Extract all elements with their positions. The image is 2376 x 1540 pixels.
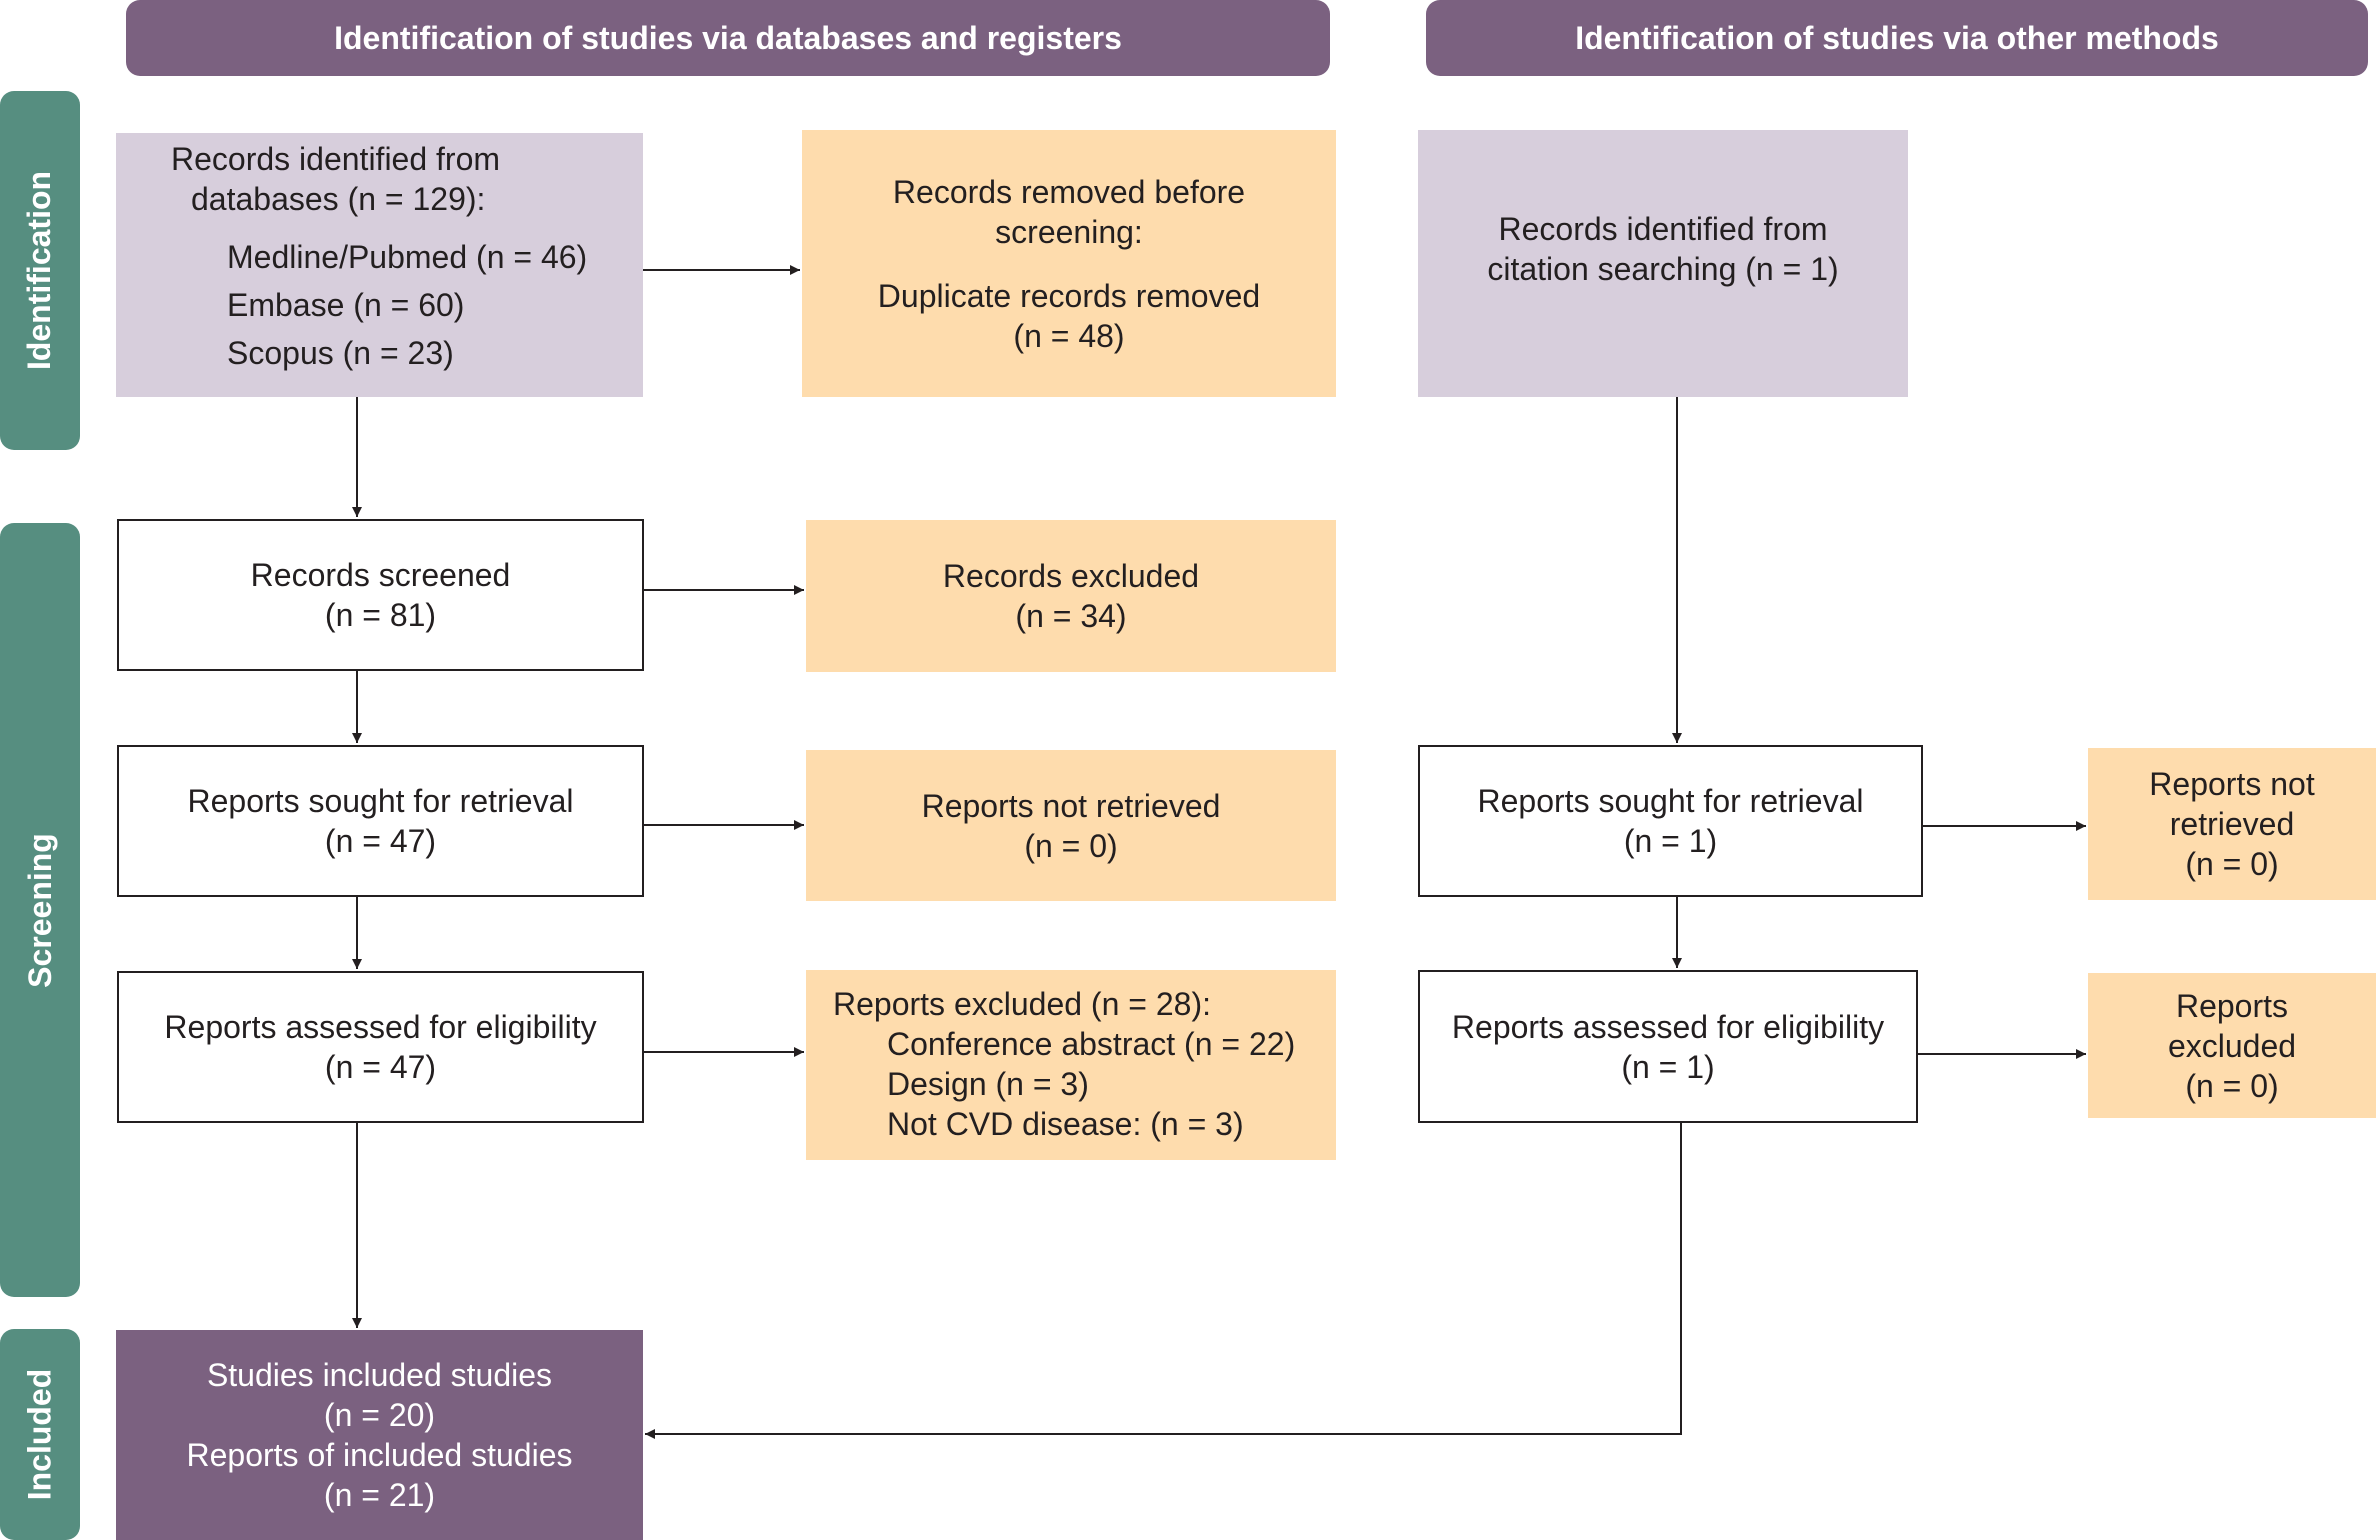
other-excluded-line1: Reports: [2175, 987, 2289, 1024]
records-excluded-box: Records excluded (n = 34): [806, 520, 1336, 672]
other-excluded-line2: excluded: [2167, 1027, 2297, 1064]
included-studies-box: Studies included studies (n = 20) Report…: [116, 1330, 643, 1540]
db-identified-line2: databases (n = 129):: [191, 181, 486, 217]
db-reports-excluded-line1: Reports excluded (n = 28):: [833, 986, 1211, 1022]
removed-line4: (n = 48): [1013, 317, 1125, 354]
header-other-methods-label: Identification of studies via other meth…: [1575, 19, 2219, 56]
db-not-retrieved-line2: (n = 0): [1024, 827, 1118, 864]
other-excluded-line3: (n = 0): [2185, 1067, 2279, 1104]
db-assessed-line2: (n = 47): [324, 1049, 437, 1085]
db-identified-medline: Medline/Pubmed (n = 46): [227, 239, 588, 275]
included-line3: Reports of included studies: [186, 1437, 573, 1473]
other-reports-excluded-box: Reports excluded (n = 0): [2088, 973, 2376, 1118]
db-identified-scopus: Scopus (n = 23): [227, 335, 454, 371]
included-line1: Studies included studies: [206, 1357, 553, 1393]
included-line2: (n = 20): [323, 1397, 436, 1433]
db-reports-sought-box: Reports sought for retrieval (n = 47): [117, 745, 644, 897]
db-reports-excluded-line4: Not CVD disease: (n = 3): [887, 1106, 1244, 1142]
records-identified-citation-box: Records identified from citation searchi…: [1418, 130, 1908, 397]
db-reports-excluded-line3: Design (n = 3): [887, 1066, 1089, 1102]
db-identified-line1: Records identified from: [171, 141, 501, 177]
screened-line1: Records screened: [250, 557, 511, 593]
stage-screening: Screening: [0, 523, 80, 1297]
header-databases-label: Identification of studies via databases …: [334, 19, 1122, 56]
removed-line1: Records removed before: [892, 173, 1246, 210]
records-removed-box: Records removed before screening: Duplic…: [802, 130, 1336, 397]
other-assessed-line2: (n = 1): [1621, 1048, 1715, 1085]
removed-line3: Duplicate records removed: [877, 277, 1261, 314]
records-excluded-line1: Records excluded: [942, 558, 1200, 594]
other-not-retrieved-line2: retrieved: [2169, 806, 2295, 842]
db-reports-not-retrieved-box: Reports not retrieved (n = 0): [806, 750, 1336, 901]
other-identified-line2: citation searching (n = 1): [1487, 250, 1839, 287]
other-not-retrieved-line1: Reports not: [2149, 766, 2315, 802]
header-databases: Identification of studies via databases …: [126, 0, 1330, 76]
stage-identification: Identification: [0, 91, 80, 450]
other-reports-assessed-box: Reports assessed for eligibility (n = 1): [1418, 970, 1918, 1123]
other-not-retrieved-line3: (n = 0): [2185, 846, 2279, 882]
other-reports-sought-box: Reports sought for retrieval (n = 1): [1418, 745, 1923, 897]
db-assessed-line1: Reports assessed for eligibility: [164, 1009, 597, 1045]
other-reports-not-retrieved-box: Reports not retrieved (n = 0): [2088, 748, 2376, 900]
other-assessed-line1: Reports assessed for eligibility: [1451, 1008, 1885, 1045]
included-line4: (n = 21): [323, 1477, 436, 1513]
other-identified-line1: Records identified from: [1498, 210, 1828, 247]
db-sought-line2: (n = 47): [324, 823, 437, 859]
db-identified-embase: Embase (n = 60): [227, 287, 465, 323]
header-other-methods: Identification of studies via other meth…: [1426, 0, 2368, 76]
arrow-other-assessed-to-included: [645, 1123, 1682, 1439]
records-excluded-line2: (n = 34): [1015, 598, 1127, 634]
stage-included: Included: [0, 1329, 80, 1540]
screened-line2: (n = 81): [324, 597, 437, 633]
db-reports-excluded-box: Reports excluded (n = 28): Conference ab…: [806, 970, 1336, 1160]
db-reports-excluded-line2: Conference abstract (n = 22): [887, 1026, 1296, 1062]
removed-line2: screening:: [995, 213, 1143, 250]
records-identified-databases-box: Records identified from databases (n = 1…: [116, 133, 643, 397]
db-reports-assessed-box: Reports assessed for eligibility (n = 47…: [117, 971, 644, 1123]
other-sought-line1: Reports sought for retrieval: [1477, 783, 1864, 819]
records-screened-box: Records screened (n = 81): [117, 519, 644, 671]
other-sought-line2: (n = 1): [1623, 823, 1718, 859]
db-not-retrieved-line1: Reports not retrieved: [921, 787, 1221, 824]
db-sought-line1: Reports sought for retrieval: [187, 783, 574, 819]
